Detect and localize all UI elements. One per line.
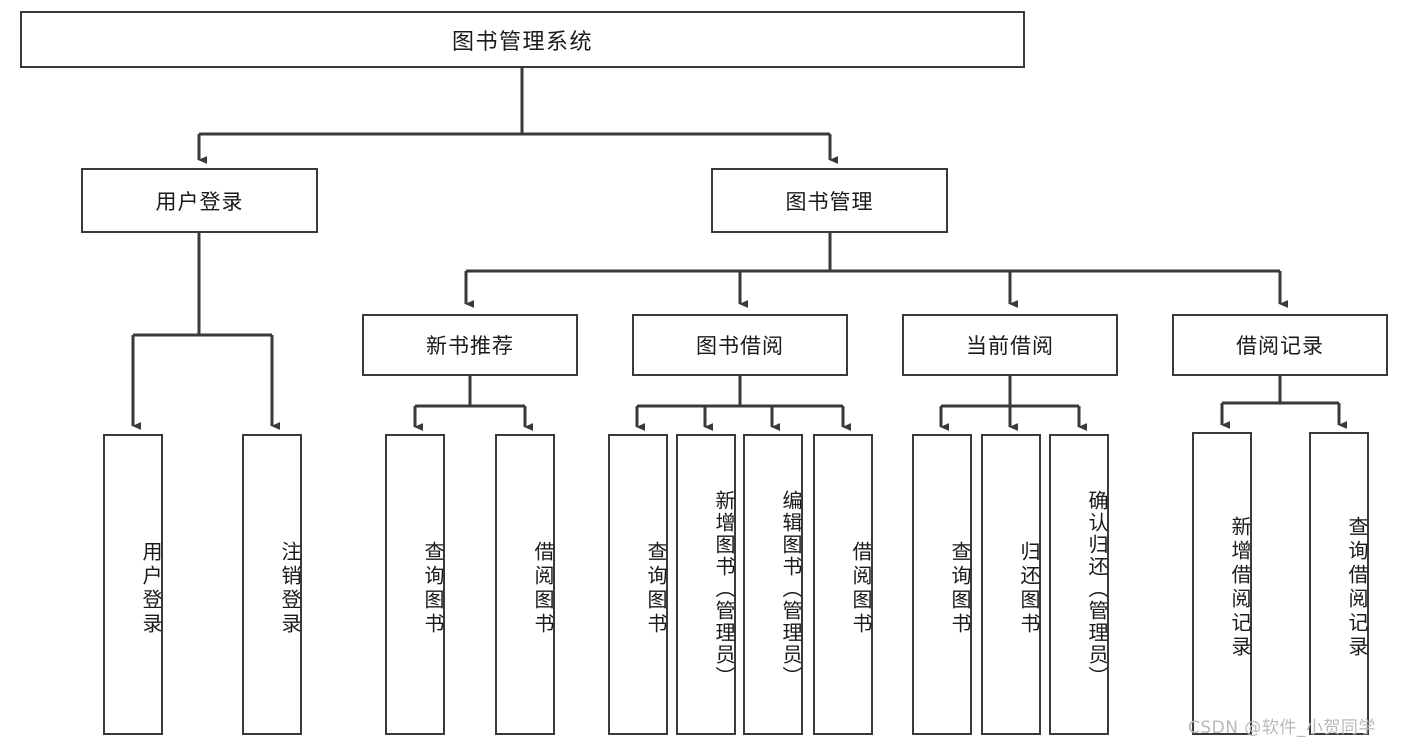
node-book-management[interactable]: 图书管理 (711, 168, 948, 233)
leaf-query-borrow-record[interactable]: 查询借阅记录 (1309, 432, 1369, 735)
leaf-edit-book-admin[interactable]: 编辑图书（管理员） (743, 434, 803, 735)
leaf-confirm-return-admin[interactable]: 确认归还（管理员） (1049, 434, 1109, 735)
leaf-user-login[interactable]: 用户登录 (103, 434, 163, 735)
node-user-login[interactable]: 用户登录 (81, 168, 318, 233)
node-label: 查询借阅记录 (1345, 515, 1369, 660)
leaf-add-book-admin[interactable]: 新增图书（管理员） (676, 434, 736, 735)
node-label: 借阅记录 (1236, 334, 1324, 358)
node-label: 新增图书（管理员） (712, 489, 736, 688)
leaf-borrow-book[interactable]: 借阅图书 (813, 434, 873, 735)
node-label: 归还图书 (1017, 540, 1041, 637)
csdn-watermark: CSDN @软件_小贺同学 (1188, 718, 1376, 738)
leaf-add-borrow-record[interactable]: 新增借阅记录 (1192, 432, 1252, 735)
leaf-query-book-borrow[interactable]: 查询图书 (608, 434, 668, 735)
node-label: 图书借阅 (696, 334, 784, 358)
node-borrow-record[interactable]: 借阅记录 (1172, 314, 1388, 376)
node-root-system[interactable]: 图书管理系统 (20, 11, 1025, 68)
node-label: 新书推荐 (426, 334, 514, 358)
node-label: 用户登录 (139, 540, 163, 637)
node-label: 当前借阅 (966, 334, 1054, 358)
node-label: 查询图书 (421, 540, 445, 637)
node-current-borrow[interactable]: 当前借阅 (902, 314, 1118, 376)
node-label: 借阅图书 (531, 540, 555, 637)
node-label: 查询图书 (644, 540, 668, 637)
node-label: 用户登录 (155, 189, 244, 214)
node-book-borrow[interactable]: 图书借阅 (632, 314, 848, 376)
node-label: 编辑图书（管理员） (779, 489, 803, 688)
node-label: 新增借阅记录 (1228, 515, 1252, 660)
node-label: 借阅图书 (849, 540, 873, 637)
leaf-borrow-book-new[interactable]: 借阅图书 (495, 434, 555, 735)
node-new-book-recommend[interactable]: 新书推荐 (362, 314, 578, 376)
leaf-query-book-current[interactable]: 查询图书 (912, 434, 972, 735)
node-label: 查询图书 (948, 540, 972, 637)
node-label: 图书管理系统 (451, 29, 593, 55)
leaf-query-book-new[interactable]: 查询图书 (385, 434, 445, 735)
leaf-return-book[interactable]: 归还图书 (981, 434, 1041, 735)
node-label: 注销登录 (278, 540, 302, 637)
node-label: 图书管理 (785, 189, 874, 214)
node-label: 确认归还（管理员） (1085, 489, 1109, 688)
leaf-logout[interactable]: 注销登录 (242, 434, 302, 735)
